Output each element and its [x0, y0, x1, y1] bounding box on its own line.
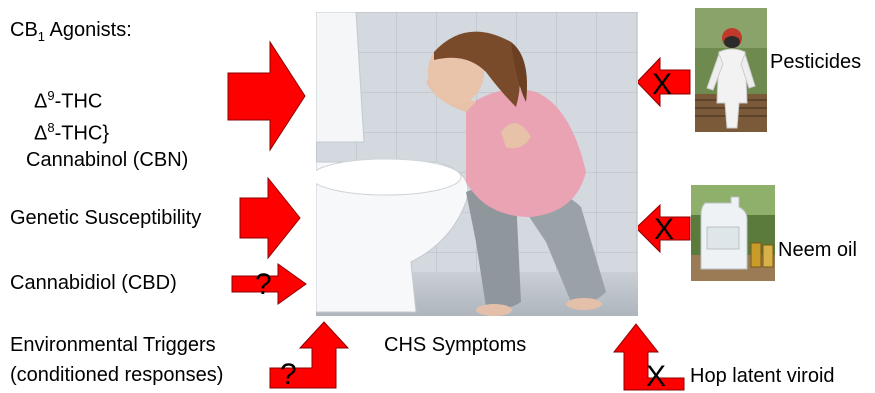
environmental-triggers-line1: Environmental Triggers: [10, 333, 216, 357]
hop-cross-mark: X: [646, 362, 666, 392]
environmental-triggers-line2: (conditioned responses): [10, 363, 223, 387]
delta9-suffix: -THC: [55, 91, 103, 113]
cb1-suffix: Agonists:: [45, 19, 132, 41]
delta9-prefix: Δ: [34, 91, 47, 113]
cbd-question-mark: ?: [255, 270, 272, 300]
cb1-agonists-arrow: [228, 42, 305, 150]
cb1-subscript: 1: [38, 29, 45, 44]
pesticides-cross-mark: X: [652, 70, 672, 100]
delta8-prefix: Δ: [34, 123, 47, 145]
neem-oil-photo: [691, 185, 775, 281]
environmental-question-mark: ?: [280, 360, 297, 390]
delta9-thc-label: Δ9-THC: [34, 84, 102, 114]
hop-latent-viroid-label: Hop latent viroid: [690, 364, 835, 388]
delta9-superscript: 9: [47, 88, 54, 103]
delta8-suffix: -THC}: [55, 123, 109, 145]
neem-oil-label: Neem oil: [778, 238, 857, 262]
cbd-label: Cannabidiol (CBD): [10, 271, 177, 295]
chs-symptoms-label: CHS Symptoms: [384, 333, 526, 357]
cbn-label: Cannabinol (CBN): [26, 148, 188, 172]
genetic-susceptibility-label: Genetic Susceptibility: [10, 206, 201, 230]
pesticides-label: Pesticides: [770, 50, 861, 74]
cb1-agonists-label: CB1 Agonists:: [10, 18, 132, 49]
neem-cross-mark: X: [654, 215, 674, 245]
delta8-thc-label: Δ8-THC}: [34, 116, 109, 146]
pesticides-photo: [695, 8, 767, 132]
genetic-arrow: [240, 178, 300, 258]
cb1-prefix: CB: [10, 19, 38, 41]
delta8-superscript: 8: [47, 120, 54, 135]
chs-symptoms-photo: [316, 12, 638, 316]
